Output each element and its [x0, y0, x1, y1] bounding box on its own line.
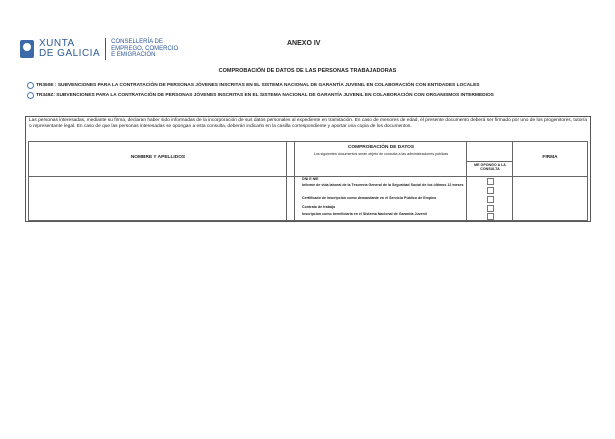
radio-icon[interactable]	[27, 92, 34, 99]
option-label: TR349Z: SUBVENCIONES PARA LA CONTRATACIÓ…	[36, 93, 494, 98]
oppose-checkbox[interactable]	[487, 205, 494, 212]
header-oppose: ME OPONGO A LA CONSULTA	[474, 163, 506, 171]
header-check-sub: Los siguientes documentos serán objeto d…	[313, 152, 449, 156]
option-tr350e[interactable]: TR350E : SUBVENCIONES PARA LA CONTRATACI…	[27, 82, 480, 89]
col-divider	[29, 142, 467, 220]
row-divider	[467, 161, 513, 162]
radio-icon[interactable]	[27, 82, 34, 89]
logo-department: CONSELLERÍA DE EMPREGO, COMERCIO E EMIGR…	[111, 39, 178, 59]
workers-table: NOMBRE Y APELLIDOS COMPROBACIÓN DE DATOS…	[28, 141, 588, 221]
option-tr349z[interactable]: TR349Z: SUBVENCIONES PARA LA CONTRATACIÓ…	[27, 92, 494, 99]
doc-item: Informe de vida laboral de la Tesorería …	[302, 183, 464, 187]
oppose-checkbox[interactable]	[487, 213, 494, 220]
xunta-logo: XUNTA DE GALICIA CONSELLERÍA DE EMPREGO,…	[20, 37, 178, 61]
annex-label: ANEXO IV	[287, 40, 321, 47]
logo-dept-line1: CONSELLERÍA DE	[111, 39, 163, 46]
intro-text: Las personas interesadas, mediante su fi…	[29, 118, 587, 129]
logo-brand-line1: XUNTA	[39, 38, 75, 49]
oppose-checkbox[interactable]	[487, 178, 494, 185]
header-check-title: COMPROBACIÓN DE DATOS	[347, 145, 415, 150]
consent-box: Las personas interesadas, mediante su fi…	[25, 116, 591, 222]
header-name: NOMBRE Y APELLIDOS	[130, 155, 186, 160]
row-divider	[29, 176, 587, 177]
galicia-shield-icon	[20, 40, 34, 58]
col-divider	[29, 142, 287, 220]
oppose-checkbox[interactable]	[487, 187, 494, 194]
logo-brand: XUNTA DE GALICIA	[39, 39, 100, 59]
logo-divider	[105, 38, 107, 60]
page-title: COMPROBACIÓN DE DATOS DE LAS PERSONAS TR…	[218, 68, 397, 74]
doc-item: Contrato de trabajo	[302, 205, 336, 209]
doc-item: DNI E NIE	[302, 177, 319, 181]
doc-item: Inscripción como beneficiaria en el Sist…	[302, 212, 427, 216]
header-sign: FIRMA	[542, 155, 558, 160]
col-divider	[29, 142, 513, 220]
doc-item: Certificado de inscripción como demandan…	[302, 196, 437, 200]
option-label: TR350E : SUBVENCIONES PARA LA CONTRATACI…	[36, 83, 480, 88]
logo-dept-line2: EMPREGO, COMERCIO	[111, 45, 179, 52]
col-divider	[29, 142, 295, 220]
oppose-checkbox[interactable]	[487, 196, 494, 203]
logo-brand-line2: DE GALICIA	[39, 48, 101, 59]
logo-dept-line3: E EMIGRACIÓN	[111, 52, 156, 59]
